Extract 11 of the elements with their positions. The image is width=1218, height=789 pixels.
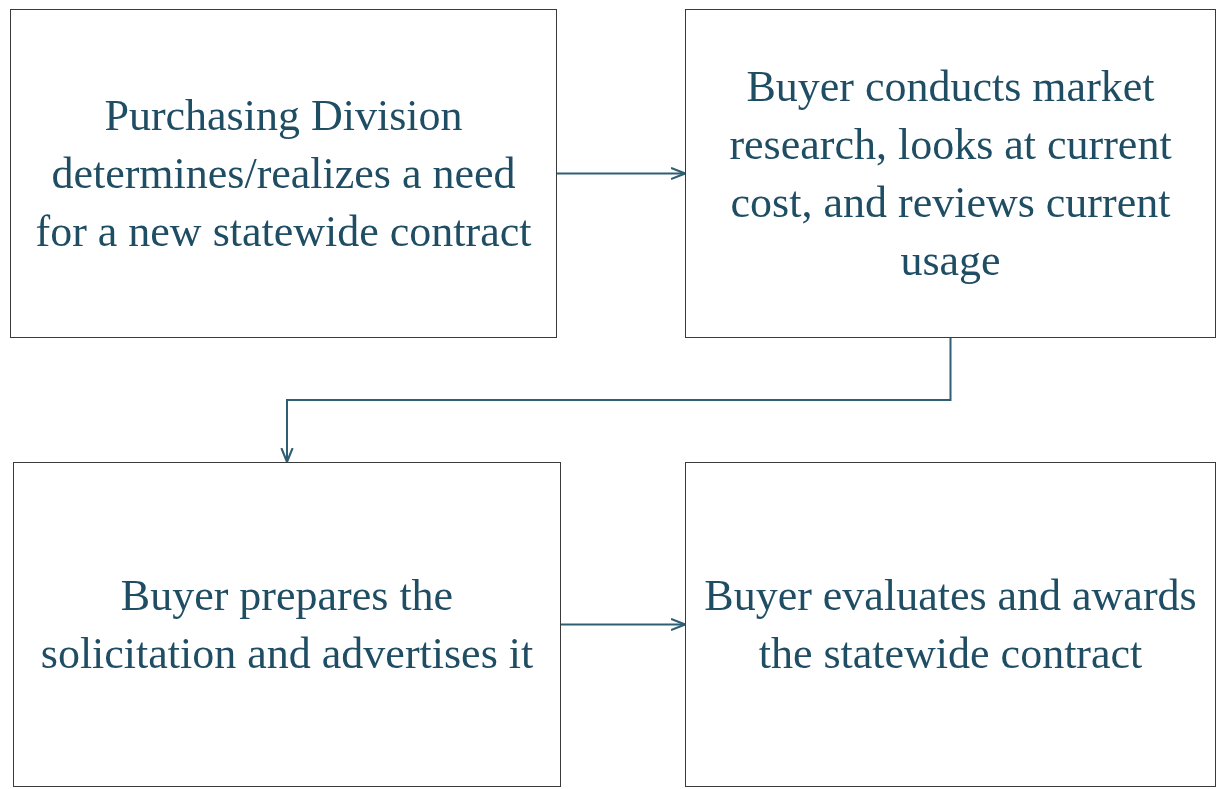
step-text: Purchasing Division determines/realizes a need for a new statewide contract	[34, 89, 533, 258]
step-text: Buyer prepares the solicitation and advertises it	[39, 569, 535, 680]
step-text: Buyer conducts market research, looks at current cost, and reviews current usage	[728, 60, 1173, 287]
process-box	[10, 9, 557, 338]
process-box	[685, 9, 1216, 338]
arrow	[280, 337, 952, 464]
process-box	[13, 462, 561, 787]
step-text: Buyer evaluates and awards the statewide contract	[703, 569, 1198, 680]
arrow	[556, 166, 687, 181]
process-box	[685, 462, 1216, 787]
arrow	[560, 617, 687, 632]
